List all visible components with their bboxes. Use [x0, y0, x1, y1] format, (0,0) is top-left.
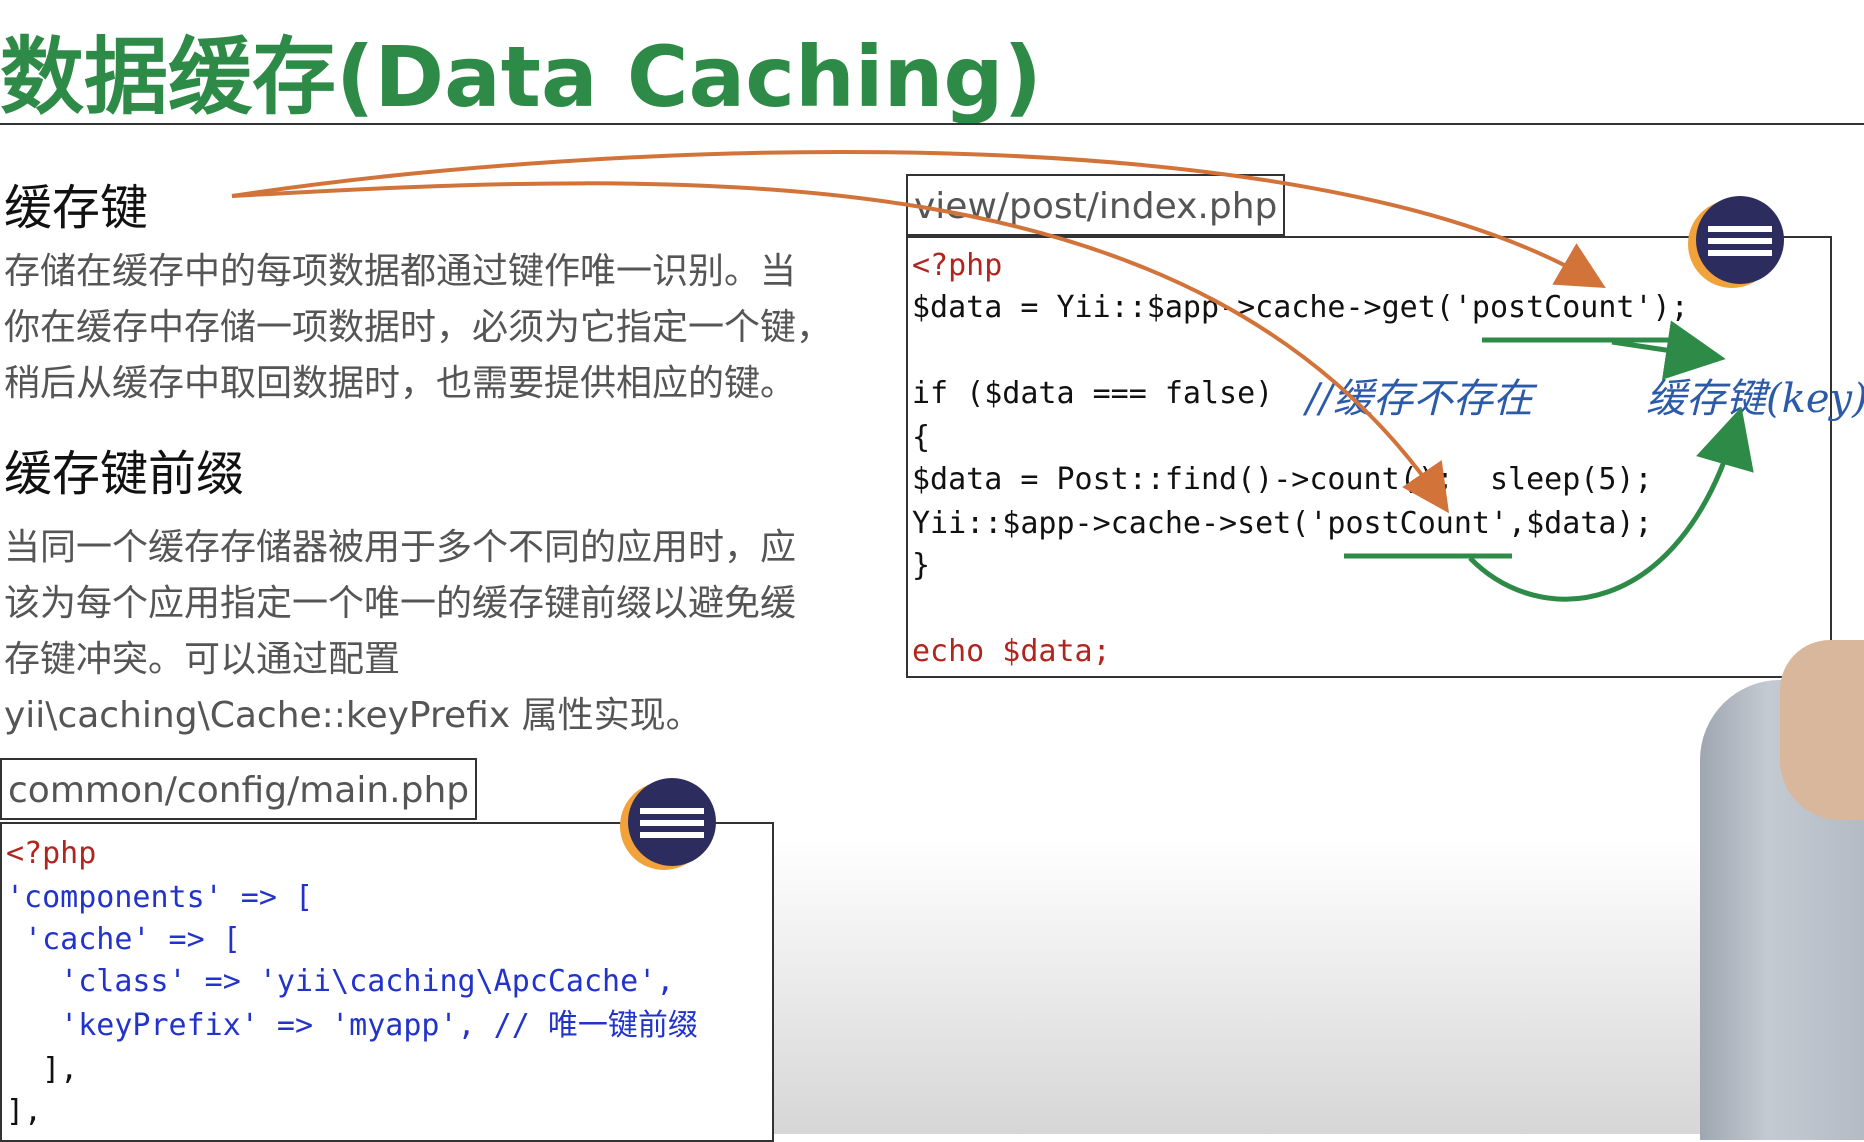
code-line: Yii::$app->cache->set('postCount',$data)…: [912, 506, 1653, 541]
paragraph-line: 当同一个缓存存储器被用于多个不同的应用时，应: [4, 527, 797, 568]
code-line: <?php: [912, 248, 1003, 283]
arrow-get-key-to-note: [1611, 320, 1726, 380]
annotation-cache-key: 缓存键(key): [1646, 376, 1864, 422]
paragraph-line: 稍后从缓存中取回数据时，也需要提供相应的键。: [4, 363, 797, 404]
title-divider: [0, 123, 1864, 125]
slide-title: 数据缓存(Data Caching): [0, 28, 1042, 126]
code-line: 'keyPrefix' => 'myapp', // 唯一键前缀: [6, 1008, 698, 1043]
arrow-set-key-to-note: [1468, 406, 1754, 602]
annotation-cache-miss: //缓存不存在: [1306, 376, 1533, 422]
paragraph-line: 存键冲突。可以通过配置: [4, 639, 401, 680]
paragraph-line: 你在缓存中存储一项数据时，必须为它指定一个键，: [4, 307, 833, 348]
config-code-block: <?php 'components' => [ 'cache' => [ 'cl…: [0, 822, 774, 1142]
paragraph-line: yii\caching\Cache::keyPrefix 属性实现。: [4, 695, 702, 736]
code-line: if ($data === false): [912, 376, 1274, 411]
arrow-to-count-line: [231, 181, 1450, 514]
cache-key-description: 存储在缓存中的每项数据都通过键作唯一识别。当 你在缓存中存储一项数据时，必须为它…: [4, 244, 832, 412]
presenter-head: [1780, 640, 1864, 820]
view-code-block: <?php $data = Yii::$app->cache->get('pos…: [906, 236, 1832, 678]
code-line: <?php: [6, 836, 97, 871]
code-line: $data = Yii::$app->cache->get('postCount…: [912, 290, 1689, 325]
paragraph-line: 该为每个应用指定一个唯一的缓存键前缀以避免缓: [4, 583, 797, 624]
code-line: 'components' => [: [6, 880, 314, 915]
section-heading-cache-key: 缓存键: [4, 180, 149, 236]
code-line: 'class' => 'yii\caching\ApcCache',: [6, 964, 675, 999]
code-line: $data = Post::find()->count(); sleep(5);: [912, 462, 1653, 497]
code-line: ],: [6, 1094, 43, 1129]
code-line: {: [912, 420, 931, 455]
section-heading-key-prefix: 缓存键前缀: [4, 446, 245, 502]
paragraph-line: 存储在缓存中的每项数据都通过键作唯一识别。当: [4, 251, 797, 292]
config-file-tab: common/config/main.php: [0, 758, 478, 820]
eclipse-logo-icon: [1696, 196, 1784, 284]
arrow-to-get-key: [231, 150, 1606, 289]
code-line: echo $data;: [912, 634, 1111, 669]
code-line: ],: [6, 1052, 79, 1087]
code-line: }: [912, 548, 931, 583]
code-line: 'cache' => [: [6, 922, 241, 957]
eclipse-logo-icon: [628, 778, 716, 866]
key-prefix-description: 当同一个缓存存储器被用于多个不同的应用时，应 该为每个应用指定一个唯一的缓存键前…: [4, 520, 796, 744]
view-file-tab: view/post/index.php: [906, 174, 1286, 236]
